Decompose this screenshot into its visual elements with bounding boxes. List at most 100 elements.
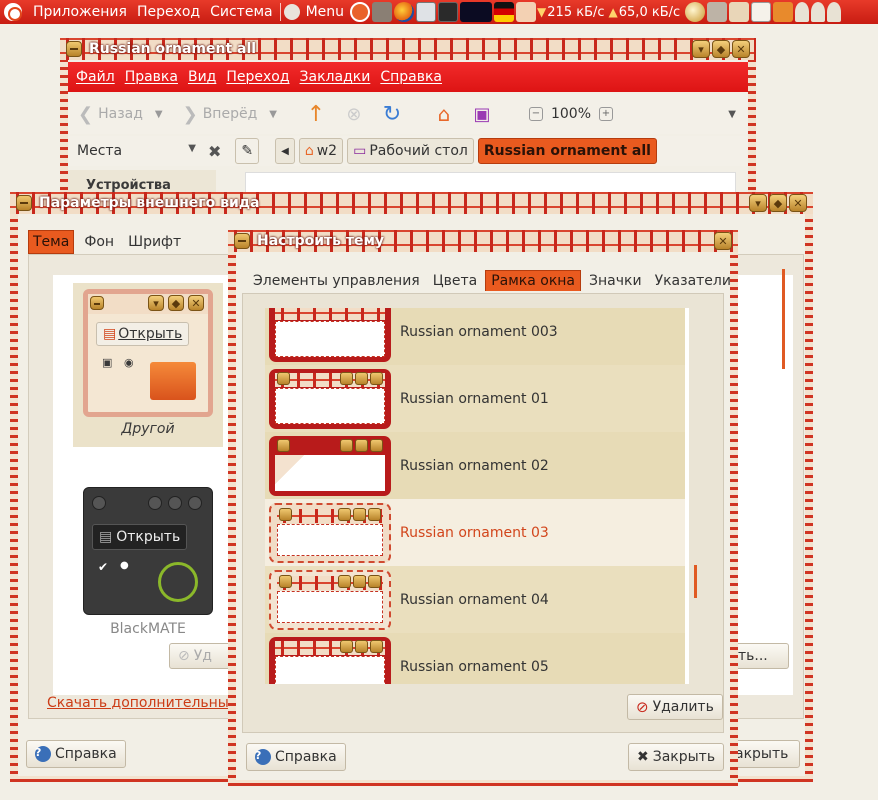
forward-button[interactable]: ❯ Вперёд ▼ xyxy=(183,104,277,125)
maximize-button[interactable]: ◆ xyxy=(712,40,730,58)
tools-icon[interactable] xyxy=(707,2,728,22)
theme-item-custom[interactable]: ▾ ◆ ✕ ▤ Открыть ▣ ◉ Другой xyxy=(73,283,223,447)
tab-colors[interactable]: Цвета xyxy=(432,273,478,289)
window-menu-icon[interactable] xyxy=(66,41,82,57)
close-button[interactable]: ✕ xyxy=(789,194,807,212)
customize-theme-button[interactable]: ть... xyxy=(729,643,789,669)
list-item[interactable]: Russian ornament 03 xyxy=(265,499,685,566)
window-menu-icon[interactable] xyxy=(234,233,250,249)
applications-menu[interactable]: Приложения xyxy=(33,4,127,20)
tab-controls[interactable]: Элементы управления xyxy=(253,273,420,289)
theme-scrollbar[interactable] xyxy=(782,269,785,369)
home-icon[interactable]: ⌂ xyxy=(437,102,451,126)
system-menu[interactable]: Система xyxy=(210,4,273,20)
tab-theme[interactable]: Тема xyxy=(28,230,75,254)
close-dialog-button[interactable]: ✖ Закрыть xyxy=(628,743,725,771)
bulb-icon-1[interactable] xyxy=(795,2,810,22)
minimize-button[interactable]: ▾ xyxy=(692,40,710,58)
delete-button[interactable]: ⊘ Удалить xyxy=(627,694,723,720)
tab-pointers[interactable]: Указатели xyxy=(654,273,731,289)
menu-applet-icon[interactable] xyxy=(283,4,300,20)
system-monitor-graph-icon[interactable] xyxy=(460,2,493,22)
forward-dropdown-icon[interactable]: ▼ xyxy=(269,108,277,120)
minimize-button[interactable]: ▾ xyxy=(749,194,767,212)
window-menu-icon[interactable] xyxy=(16,195,32,211)
crumb-home[interactable]: ⌂ w2 xyxy=(298,138,344,164)
firefox-icon[interactable] xyxy=(394,2,415,22)
maximize-button[interactable]: ◆ xyxy=(769,194,787,212)
file-manager-titlebar[interactable]: Russian ornament all ▾ ◆ ✕ xyxy=(60,38,756,60)
download-manager-icon[interactable] xyxy=(372,2,393,22)
help-button[interactable]: ? Справка xyxy=(26,740,126,768)
crumb-desktop[interactable]: ▭ Рабочий стол xyxy=(347,138,474,164)
search-icon[interactable] xyxy=(685,2,706,22)
ubuntu-software-icon[interactable] xyxy=(350,2,371,22)
close-button[interactable]: ✕ xyxy=(714,232,732,250)
reload-icon[interactable]: ↻ xyxy=(382,101,402,127)
ubuntu-logo-icon[interactable] xyxy=(4,3,22,21)
menubar: Файл Правка Вид Переход Закладки Справка xyxy=(68,62,748,92)
toolbar-overflow-icon[interactable]: ▼ xyxy=(728,108,736,120)
theme-item-blackmate[interactable]: ▤ Открыть ✔ ● BlackMATE xyxy=(73,483,223,643)
crumbs-left-button[interactable]: ◀ xyxy=(275,138,295,164)
menu-file[interactable]: Файл xyxy=(76,69,115,85)
close-button[interactable]: ✕ xyxy=(732,40,750,58)
bulb-icon-3[interactable] xyxy=(827,2,842,22)
menu-edit[interactable]: Правка xyxy=(124,69,178,85)
appearance-titlebar[interactable]: Параметры внешнего вида ▾ ◆ ✕ xyxy=(10,192,813,214)
stop-icon[interactable]: ⊗ xyxy=(346,103,362,125)
up-arrow-icon[interactable]: ↑ xyxy=(306,101,326,127)
menu-bookmarks[interactable]: Закладки xyxy=(299,69,371,85)
tab-background[interactable]: Фон xyxy=(84,234,115,250)
menu-go[interactable]: Переход xyxy=(226,69,290,85)
delete-theme-label: Уд xyxy=(193,648,212,664)
menu-applet-label[interactable]: Menu xyxy=(305,4,345,20)
folder-icon[interactable] xyxy=(773,2,794,22)
crumb-current[interactable]: Russian ornament all xyxy=(477,138,657,164)
brush-icon[interactable] xyxy=(729,2,750,22)
list-scrollbar[interactable] xyxy=(694,565,697,598)
menu-view[interactable]: Вид xyxy=(187,69,217,85)
list-item[interactable]: Russian ornament 05 xyxy=(265,633,685,684)
menu-help[interactable]: Справка xyxy=(380,69,442,85)
bulb-icon-2[interactable] xyxy=(811,2,826,22)
edit-location-button[interactable]: ✎ xyxy=(235,138,260,164)
back-button[interactable]: ❮ Назад ▼ xyxy=(78,104,163,125)
phone-icon[interactable] xyxy=(516,2,537,22)
delete-label: Удалить xyxy=(652,699,714,715)
zoom-in-button[interactable]: + xyxy=(599,107,613,121)
zoom-out-button[interactable]: − xyxy=(528,107,543,121)
tab-icons[interactable]: Значки xyxy=(589,273,642,289)
close-sidebar-icon[interactable]: ✖ xyxy=(208,141,222,161)
places-selector[interactable]: Места ▼ xyxy=(68,143,196,159)
customize-titlebar[interactable]: Настроить тему ✕ xyxy=(228,230,738,252)
frame-bottom xyxy=(228,780,738,786)
preview-checkbox-icon: ✔ xyxy=(98,560,109,574)
forward-label: Вперёд xyxy=(202,106,258,122)
preview-knob-icon xyxy=(90,296,104,310)
preview-menu-icon xyxy=(92,496,106,510)
keyboard-layout-flag-icon[interactable] xyxy=(494,2,515,22)
preview-body xyxy=(275,387,385,424)
window-border-theme-list[interactable]: Russian ornament 003 Russian ornament 01 xyxy=(265,308,689,684)
list-item[interactable]: Russian ornament 003 xyxy=(265,308,685,365)
delete-theme-button[interactable]: ⊘ Уд xyxy=(169,643,239,669)
terminal-icon[interactable] xyxy=(438,2,459,22)
download-more-themes-link[interactable]: Скачать дополнительные xyxy=(47,695,238,711)
frame-right xyxy=(805,214,813,782)
tab-window-border[interactable]: Рамка окна xyxy=(485,270,582,291)
desktop-icon: ▭ xyxy=(353,143,367,159)
tab-fonts[interactable]: Шрифт xyxy=(128,234,182,250)
places-menu[interactable]: Переход xyxy=(136,4,201,20)
text-editor-icon[interactable] xyxy=(416,2,437,22)
notes-icon[interactable] xyxy=(751,2,772,22)
appearance-tabs: Тема Фон Шрифт xyxy=(28,230,191,254)
preview-knob-icon xyxy=(277,438,290,452)
back-dropdown-icon[interactable]: ▼ xyxy=(154,108,163,120)
list-item[interactable]: Russian ornament 01 xyxy=(265,365,685,432)
list-item[interactable]: Russian ornament 04 xyxy=(265,566,685,633)
preview-open-label: Открыть xyxy=(116,529,181,545)
help-button[interactable]: ? Справка xyxy=(246,743,346,771)
computer-icon[interactable]: ▣ xyxy=(473,103,491,125)
list-item[interactable]: Russian ornament 02 xyxy=(265,432,685,499)
